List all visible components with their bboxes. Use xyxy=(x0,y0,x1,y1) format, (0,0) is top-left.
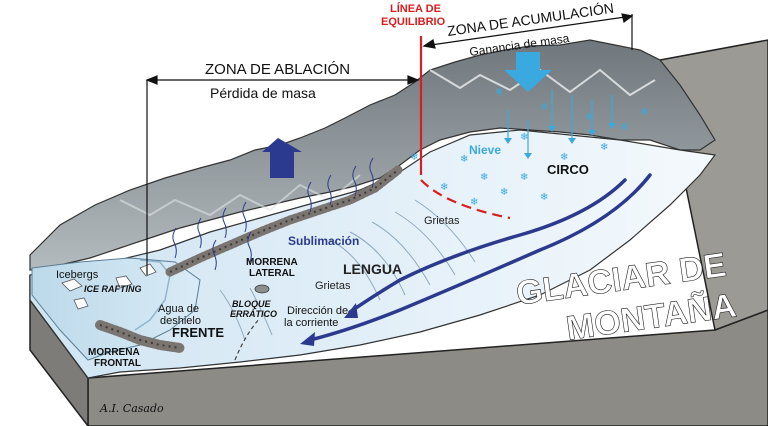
grietas-upper-label: Grietas xyxy=(424,215,460,227)
svg-text:❄: ❄ xyxy=(640,107,648,118)
svg-text:❄: ❄ xyxy=(620,122,628,133)
frente-label: FRENTE xyxy=(172,325,224,340)
sublimacion-label: Sublimación xyxy=(288,234,359,248)
morrena-frontal-label-1: MORRENA xyxy=(88,347,140,358)
frontal-moraine xyxy=(95,320,185,353)
svg-text:❄: ❄ xyxy=(560,152,568,163)
accumulation-arrow xyxy=(504,52,552,92)
flow-arrow-head-2 xyxy=(300,332,315,346)
flow-arrows xyxy=(308,173,652,342)
svg-text:❄: ❄ xyxy=(410,152,418,163)
mountain-range xyxy=(29,39,716,271)
svg-text:❄: ❄ xyxy=(500,187,508,198)
svg-text:❄: ❄ xyxy=(600,142,608,153)
svg-text:❄: ❄ xyxy=(470,197,478,208)
direccion-label-1: Dirección de xyxy=(287,305,348,317)
morrena-lateral-label-2: LATERAL xyxy=(249,268,295,279)
accumulation-zone-title: ZONA DE ACUMULACIÓN xyxy=(446,0,615,39)
icebergs-label: Icebergs xyxy=(56,269,99,281)
lengua-label: LENGUA xyxy=(343,261,402,277)
svg-text:❄: ❄ xyxy=(440,182,448,193)
sublimation-arrows xyxy=(172,157,374,271)
agua-deshielo-label-2: deshielo xyxy=(160,315,201,327)
equilibrium-label-line2: EQUILIBRIO xyxy=(381,16,446,28)
icebergs xyxy=(61,263,157,310)
direccion-label-2: la corriente xyxy=(284,317,338,329)
svg-text:❄: ❄ xyxy=(495,87,503,98)
morrena-frontal-label-2: FRONTAL xyxy=(94,358,141,369)
bloque-label-2: ERRÁTICO xyxy=(230,309,277,319)
lateral-moraine xyxy=(165,165,403,277)
snowfall-heads xyxy=(504,123,616,159)
grietas-lower-label: Grietas xyxy=(315,280,351,292)
svg-text:❄: ❄ xyxy=(540,192,548,203)
ablation-zone-subtitle: Pérdida de masa xyxy=(210,85,316,101)
glacier-ice xyxy=(29,129,717,379)
svg-text:❄: ❄ xyxy=(540,102,548,113)
ice-rafting-label: ICE RAFTING xyxy=(84,284,142,294)
erratic-block xyxy=(254,284,270,294)
nieve-label: Nieve xyxy=(469,143,501,157)
ablation-arrow xyxy=(262,138,302,178)
agua-deshielo-label-1: Agua de xyxy=(158,303,199,315)
crevasses xyxy=(219,199,476,341)
flow-arrow-head-1 xyxy=(344,303,358,318)
svg-text:❄: ❄ xyxy=(520,172,528,183)
circo-label: CIRCO xyxy=(547,162,589,177)
morrena-lateral-label-1: MORRENA xyxy=(246,257,298,268)
ablation-zone-title: ZONA DE ABLACIÓN xyxy=(205,61,350,78)
snowflakes: ❄ ❄ ❄ ❄ ❄ ❄ ❄ ❄ ❄ ❄ ❄ ❄ ❄ ❄ ❄ ❄ xyxy=(410,87,648,208)
bloque-label-1: BLOQUE xyxy=(232,299,271,309)
svg-text:❄: ❄ xyxy=(585,112,593,123)
svg-text:❄: ❄ xyxy=(460,154,468,165)
svg-text:❄: ❄ xyxy=(480,172,488,183)
equilibrium-label-line1: LÍNEA DE xyxy=(390,2,441,15)
zone-brackets xyxy=(145,13,634,275)
equilibrium-line xyxy=(419,36,511,220)
front-edge xyxy=(234,317,261,361)
snowfall xyxy=(507,90,613,155)
signature: A.I. Casado xyxy=(99,402,164,415)
svg-text:❄: ❄ xyxy=(520,132,528,143)
